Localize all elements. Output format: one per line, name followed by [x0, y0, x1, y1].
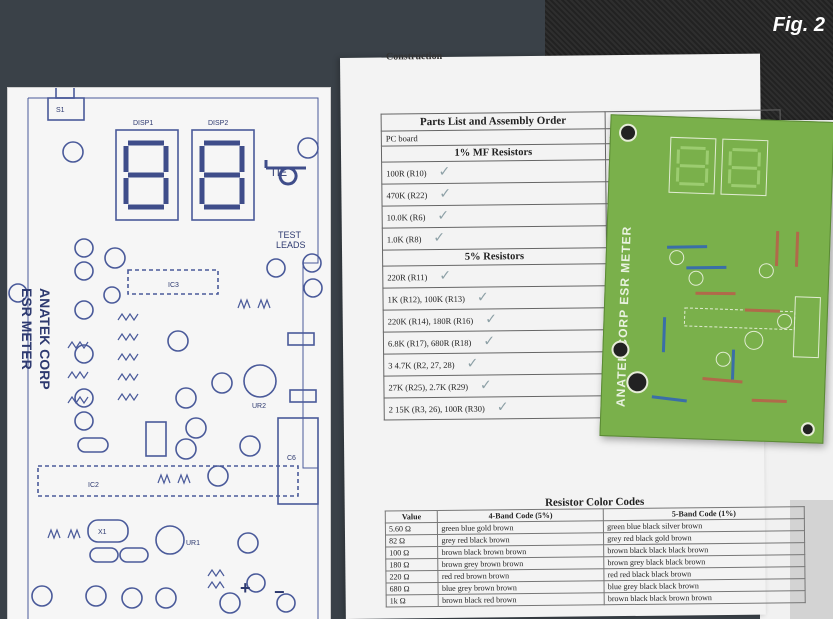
- svg-text:X1: X1: [98, 529, 107, 536]
- check-mark: ✓: [485, 312, 498, 328]
- parts-item: 27K (R25), 2.7K (R29)✓: [383, 373, 608, 399]
- check-mark: ✓: [439, 186, 452, 202]
- color-cell: 1k Ω: [386, 594, 439, 608]
- parts-item: 100R (R10)✓: [381, 159, 606, 185]
- svg-text:−: −: [274, 582, 285, 602]
- check-mark: ✓: [496, 400, 509, 416]
- color-cell: brown black red brown: [438, 592, 605, 607]
- color-col-header: Value: [385, 510, 438, 524]
- parts-item: 2 15K (R3, 26), 100R (R30)✓: [384, 395, 609, 421]
- check-mark: ✓: [433, 230, 446, 247]
- svg-text:DISP1: DISP1: [133, 120, 153, 127]
- check-mark: ✓: [479, 378, 492, 394]
- svg-text:C6: C6: [287, 455, 296, 462]
- parts-item: 10.0K (R6)✓: [382, 203, 607, 229]
- svg-text:ANATEK CORP: ANATEK CORP: [37, 288, 53, 390]
- parts-item: 1K (R12), 100K (R13)✓: [382, 285, 607, 311]
- check-mark: ✓: [466, 356, 479, 372]
- parts-item: 220K (R14), 180R (R16)✓: [383, 307, 608, 333]
- color-cell: 680 Ω: [386, 582, 439, 596]
- grey-block: [790, 500, 833, 619]
- silkscreen-drawing: S1 DISP1 DISP2 TIE TEST LEADS IC3 IC2 X1…: [8, 88, 323, 619]
- svg-text:TEST: TEST: [278, 230, 302, 240]
- parts-item: 3 4.7K (R2, 27, 28)✓: [383, 351, 608, 377]
- parts-item: 6.8K (R17), 680R (R18)✓: [383, 329, 608, 355]
- parts-item: 1.0K (R8)✓: [382, 225, 607, 251]
- svg-text:UR2: UR2: [252, 403, 266, 410]
- pcb-drawing: [651, 136, 821, 404]
- color-cell: 100 Ω: [385, 546, 439, 560]
- color-cell: 82 Ω: [385, 534, 438, 548]
- svg-text:UR1: UR1: [186, 540, 200, 547]
- parts-item: 470K (R22)✓: [381, 181, 606, 207]
- figure-label: Fig. 2: [772, 14, 825, 36]
- svg-text:S1: S1: [56, 107, 65, 114]
- green-pcb: ANATEK CORP ESR METER: [599, 114, 833, 444]
- color-cell: 5.60 Ω: [385, 522, 438, 536]
- check-mark: ✓: [438, 164, 451, 180]
- svg-text:+: +: [240, 578, 251, 598]
- check-mark: ✓: [476, 290, 489, 306]
- svg-text:LEADS: LEADS: [276, 240, 306, 250]
- check-mark: ✓: [437, 208, 450, 224]
- parts-item: 220R (R11)✓: [382, 263, 607, 289]
- svg-text:DISP2: DISP2: [208, 120, 228, 127]
- color-cell: 180 Ω: [385, 558, 439, 572]
- silkscreen-print: S1 DISP1 DISP2 TIE TEST LEADS IC3 IC2 X1…: [8, 88, 330, 619]
- check-mark: ✓: [483, 334, 496, 350]
- check-mark: ✓: [439, 268, 452, 284]
- svg-text:ESR METER: ESR METER: [19, 288, 35, 370]
- svg-text:IC3: IC3: [168, 282, 179, 289]
- color-cell: 220 Ω: [385, 570, 439, 584]
- svg-text:IC2: IC2: [88, 482, 99, 489]
- construction-heading: Construction: [385, 50, 443, 63]
- color-cell: brown black black brown brown: [604, 590, 806, 605]
